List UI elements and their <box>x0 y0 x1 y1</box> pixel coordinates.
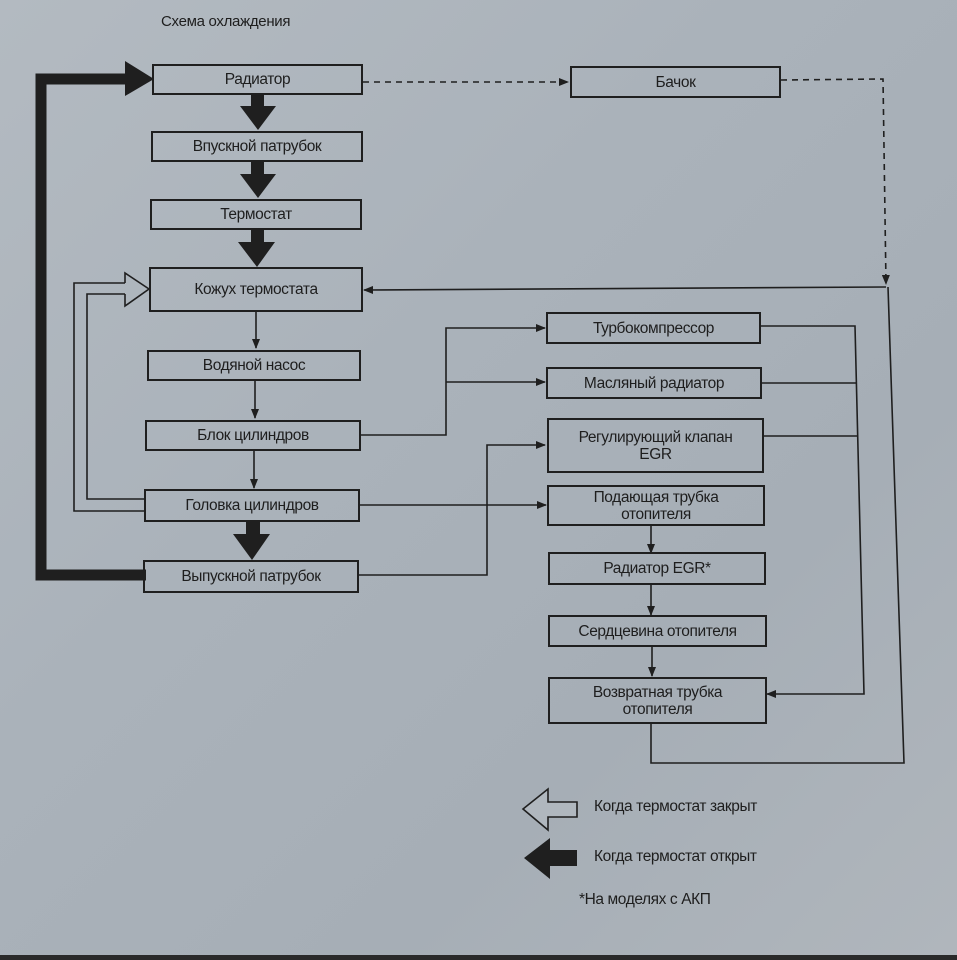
page-edge <box>0 955 957 960</box>
hollow-bypass-path <box>73 271 151 512</box>
node-outlet-pipe: Выпускной патрубок <box>143 560 359 593</box>
diagram-title: Схема охлаждения <box>161 13 291 30</box>
thick-arrow-head-to-outlet <box>233 521 270 560</box>
legend-hollow-arrow <box>521 787 578 832</box>
collector-to-return-pipe <box>761 325 865 698</box>
node-cylinder-head: Головка цилиндров <box>144 489 360 522</box>
legend-open-label: Когда термостат открыт <box>594 848 757 865</box>
node-reservoir: Бачок <box>570 66 781 98</box>
node-heater-supply-pipe: Подающая трубка отопителя <box>547 485 765 526</box>
node-radiator: Радиатор <box>152 64 363 95</box>
node-turbocharger: Турбокомпрессор <box>546 312 761 344</box>
node-egr-cooler: Радиатор EGR* <box>548 552 766 585</box>
footnote: *На моделях с АКП <box>579 891 711 908</box>
node-water-pump: Водяной насос <box>147 350 361 381</box>
node-egr-valve: Регулирующий клапан EGR <box>547 418 764 473</box>
thick-arrow-inlet-to-thermostat <box>240 161 276 198</box>
node-cylinder-block: Блок цилиндров <box>145 420 361 451</box>
thick-return-path <box>35 61 154 581</box>
thick-arrow-thermostat-to-housing <box>238 229 275 267</box>
thick-arrow-radiator-to-inlet <box>240 94 276 130</box>
node-inlet-pipe: Впускной патрубок <box>151 131 363 162</box>
return-from-heater-pipe <box>650 286 905 764</box>
node-heater-core: Сердцевина отопителя <box>548 615 767 647</box>
legend-closed-label: Когда термостат закрыт <box>594 798 757 815</box>
node-heater-return-pipe: Возвратная трубка отопителя <box>548 677 767 724</box>
return-to-housing <box>363 285 887 294</box>
node-oil-cooler: Масляный радиатор <box>546 367 762 399</box>
node-thermostat-housing: Кожух термостата <box>149 267 363 312</box>
node-thermostat: Термостат <box>150 199 362 230</box>
dashed-reservoir-to-housing <box>780 78 890 285</box>
legend-filled-arrow <box>524 838 577 879</box>
outlet-to-egr-valve <box>358 441 546 576</box>
